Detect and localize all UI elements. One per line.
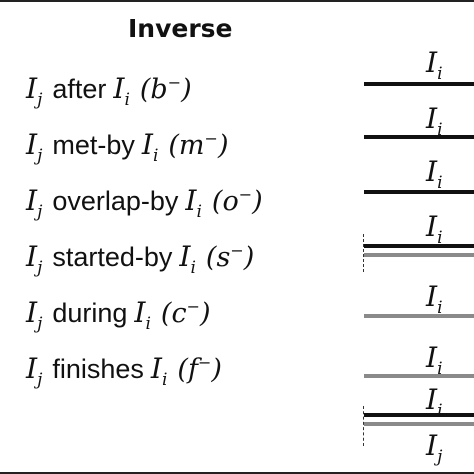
ij-symbol: I <box>26 352 38 385</box>
interval-bar-ij <box>364 135 474 139</box>
interval-label-ii: Ii <box>426 155 443 193</box>
header-title: Inverse <box>128 14 233 43</box>
ii-subscript: i <box>161 370 168 390</box>
ii-subscript: i <box>145 314 151 334</box>
interval-label-ij: Ij <box>426 429 443 467</box>
interval-bar-ij <box>364 413 474 417</box>
interval-bar-ij <box>364 190 474 194</box>
relation-name: during <box>52 298 128 328</box>
ij-symbol: I <box>26 184 38 217</box>
ii-symbol: I <box>141 128 153 161</box>
ii-subscript: i <box>196 202 202 222</box>
relation-code: (c−) <box>160 297 211 329</box>
ij-symbol: I <box>26 128 38 161</box>
ii-subscript: i <box>152 146 159 166</box>
relation-name: met-by <box>52 130 135 160</box>
interval-label-ii: Ii <box>426 341 443 379</box>
ii-subscript: i <box>124 90 130 110</box>
interval-label-ii: Ii <box>426 46 443 84</box>
relation-code: (m−) <box>168 129 229 161</box>
interval-label-ii: Ii <box>426 280 443 318</box>
interval-bar-ij <box>364 82 474 86</box>
ij-subscript: j <box>37 258 43 278</box>
ii-symbol: I <box>179 240 191 273</box>
interval-bar-ii <box>364 253 474 257</box>
interval-bar-ii <box>364 374 474 378</box>
relation-code: (o−) <box>211 185 263 217</box>
relation-name: overlap-by <box>52 186 179 216</box>
relation-name: started-by <box>52 242 173 272</box>
interval-label-ii: Ii <box>426 210 443 248</box>
interval-bar-ij <box>364 244 474 248</box>
ij-subscript: j <box>37 370 43 390</box>
relation-code: (s−) <box>205 241 255 273</box>
ij-subscript: j <box>37 202 43 222</box>
ij-subscript: j <box>37 90 43 110</box>
relation-name: after <box>52 74 107 104</box>
ij-symbol: I <box>26 296 38 329</box>
interval-bar-ii <box>364 422 474 426</box>
ii-symbol: I <box>185 184 197 217</box>
ii-symbol: I <box>113 72 125 105</box>
ij-symbol: I <box>26 72 38 105</box>
ij-subscript: j <box>37 314 43 334</box>
interval-label-ii: Ii <box>426 383 443 421</box>
ii-symbol: I <box>150 352 162 385</box>
relation-code: (f−) <box>177 353 222 385</box>
ij-subscript: j <box>37 146 43 166</box>
interval-bar-ii <box>364 314 474 318</box>
alignment-dashed-line <box>363 234 364 272</box>
ij-symbol: I <box>26 240 38 273</box>
relation-name: finishes <box>52 354 144 384</box>
interval-label-ii: Ii <box>426 102 443 140</box>
alignment-dashed-line <box>363 406 364 446</box>
relation-code: (b−) <box>139 73 192 105</box>
ii-symbol: I <box>134 296 146 329</box>
ii-subscript: i <box>190 258 196 278</box>
